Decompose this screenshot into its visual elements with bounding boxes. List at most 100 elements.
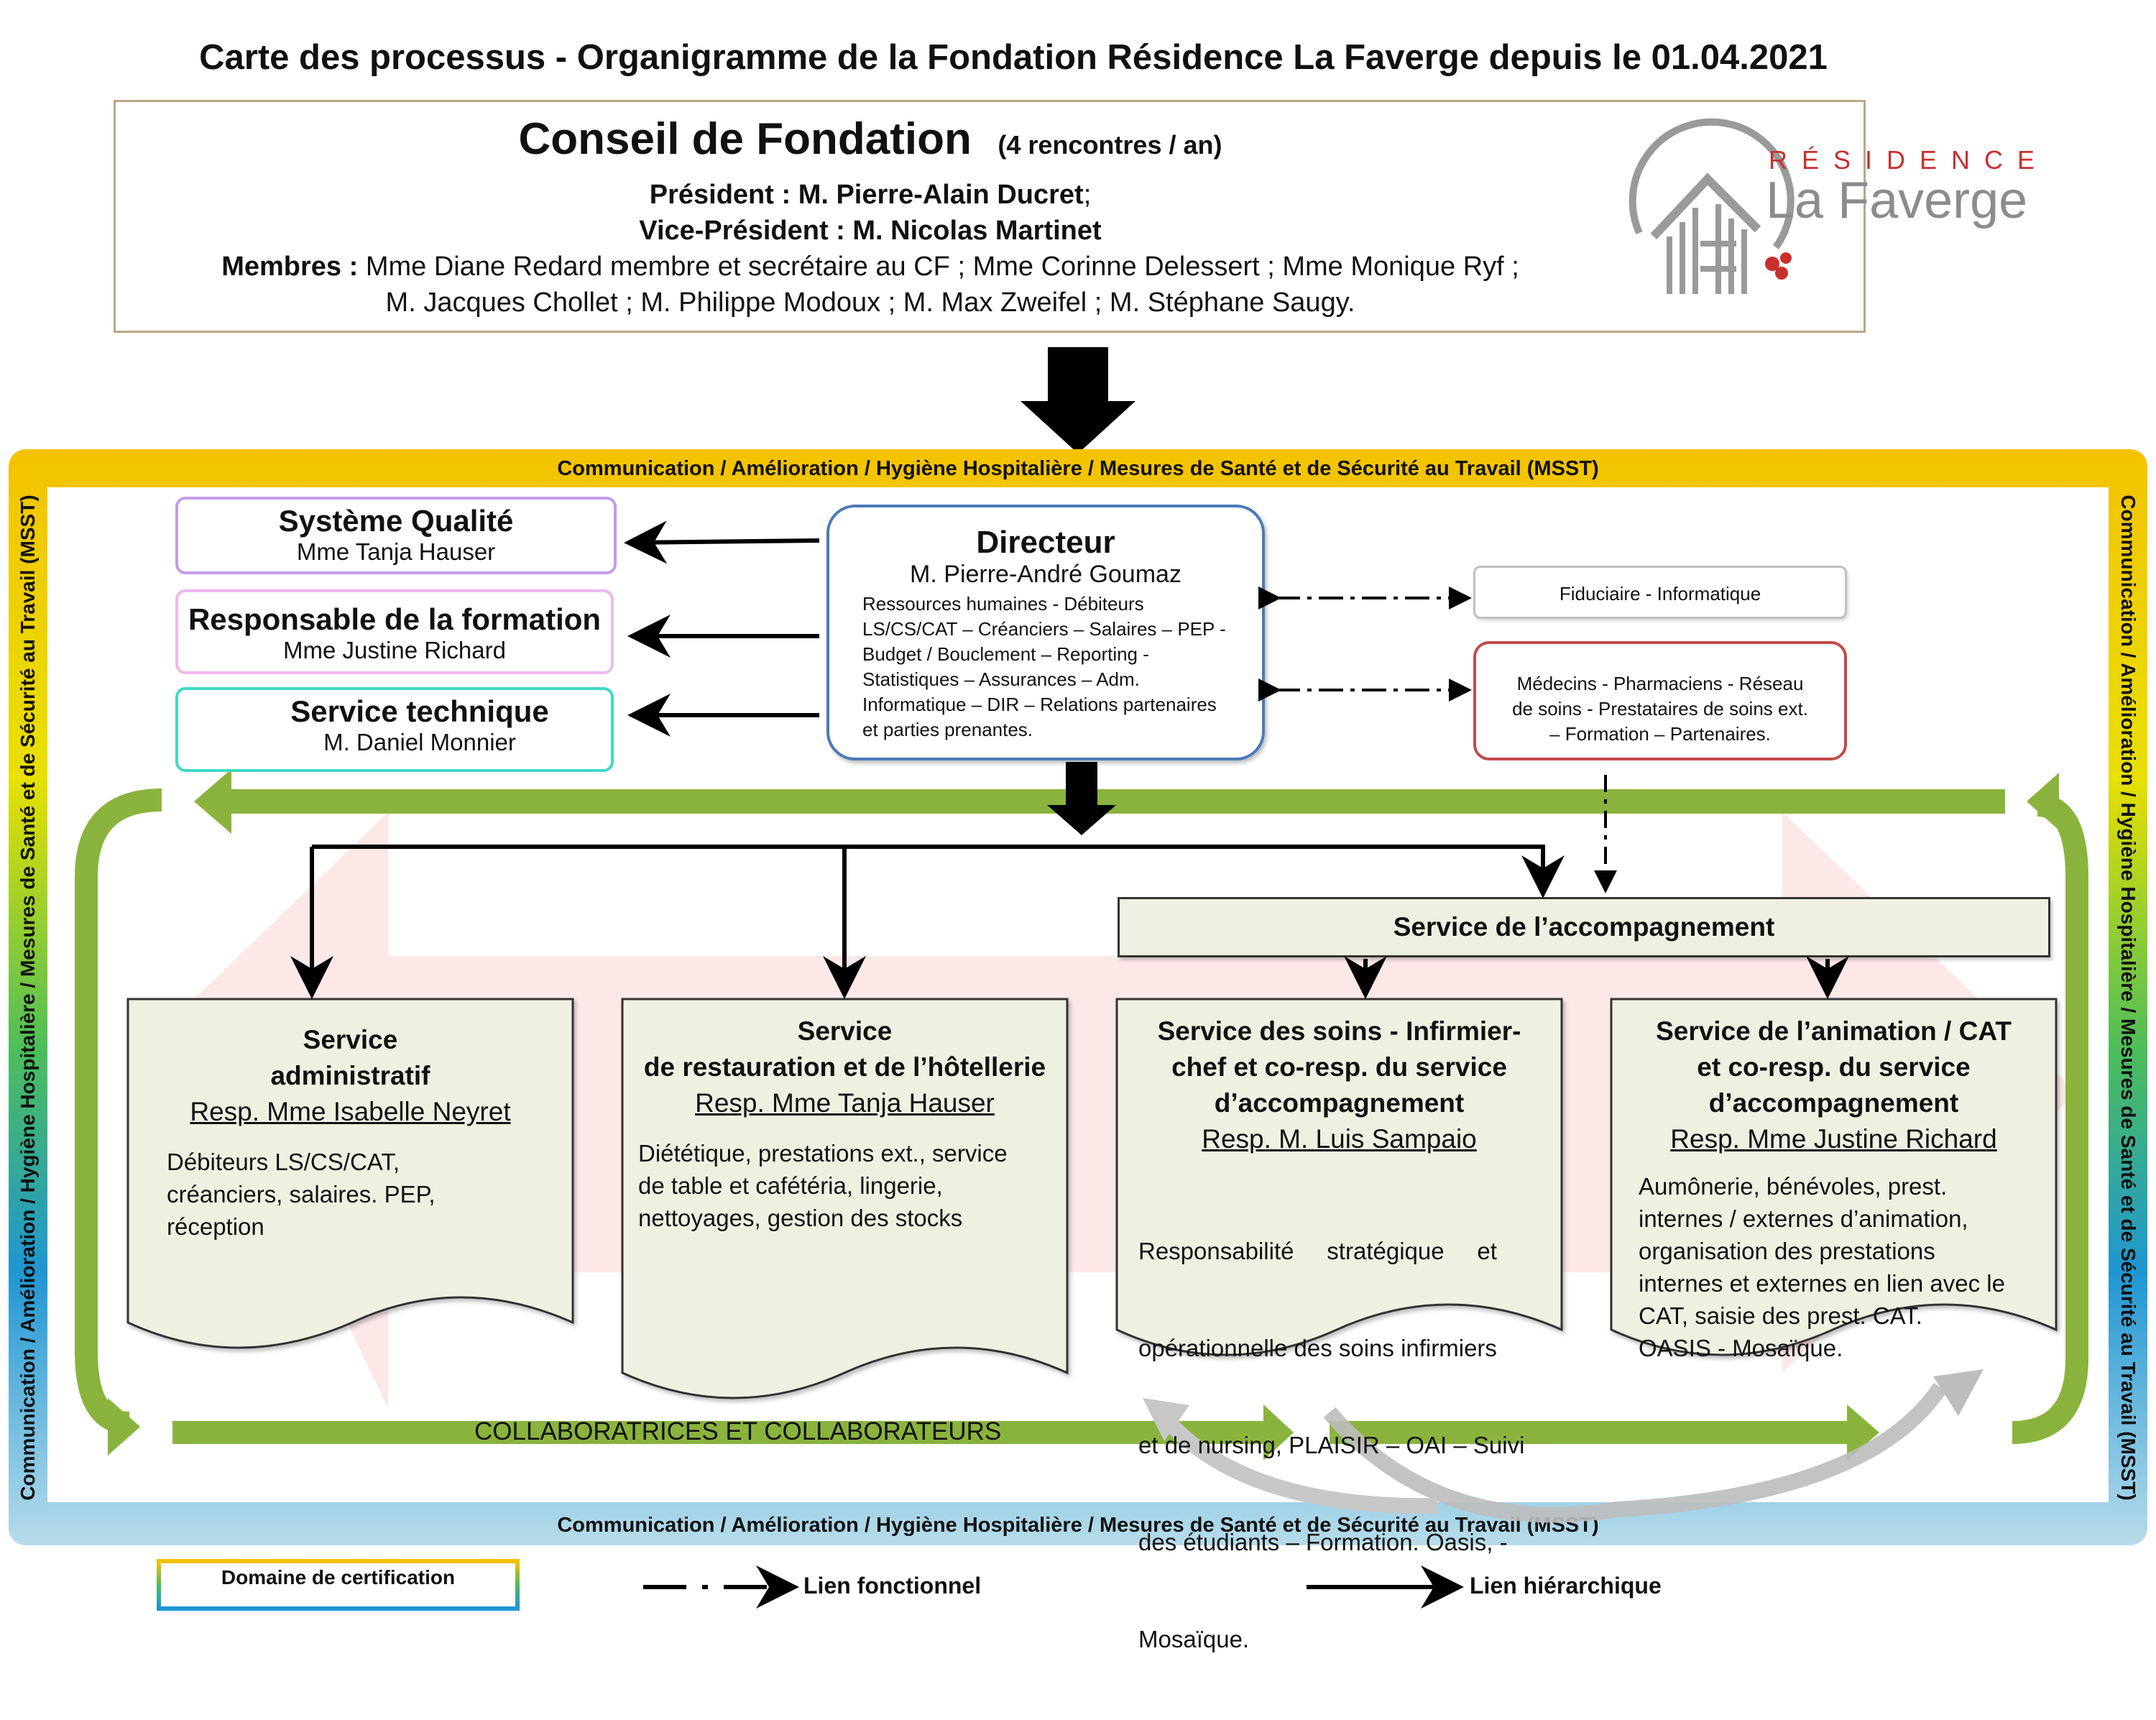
legend-functional-text: Lien fonctionnel [803, 1573, 982, 1599]
president-label: Président : [649, 180, 798, 210]
council-vice-president: Vice-Président : M. Nicolas Martinet [116, 216, 1625, 247]
service-title: chef et co-resp. du service [1171, 1052, 1507, 1082]
service-responsible: Resp. M. Luis Sampaio [1202, 1124, 1477, 1154]
service-title: de restauration et de l’hôtellerie [643, 1052, 1046, 1082]
link-arrows [290, 520, 1849, 1609]
logo-text-bottom: La Faverge [1766, 172, 2028, 229]
service-description-line: créanciers, salaires. PEP, [167, 1181, 436, 1208]
service-description-line: OASIS - Mosaïque. [1639, 1335, 1843, 1361]
partners-text: Médecins - Pharmaciens - Réseau de soins… [1476, 671, 1844, 747]
partners-line: – Formation – Partenaires. [1549, 723, 1771, 745]
vice-label: Vice-Président : [639, 216, 853, 246]
service-description-line: Aumônerie, bénévoles, prest. [1639, 1173, 1948, 1200]
quality-system-box: Système Qualité Mme Tanja Hauser [175, 497, 617, 574]
council-members-1: Membres : Mme Diane Redard membre et sec… [116, 252, 1625, 282]
director-duty: Informatique – DIR – Relations partenair… [862, 694, 1217, 715]
service-description-line: Responsabilité stratégique et [1138, 1238, 1497, 1264]
service-description-line: CAT, saisie des prest. CAT. [1639, 1302, 1922, 1329]
legend-certification-box: Domaine de certification [157, 1559, 520, 1611]
partners-box: Médecins - Pharmaciens - Réseau de soins… [1473, 641, 1847, 760]
members-label: Membres : [221, 252, 366, 282]
fiduciary-text: Fiduciaire - Informatique [1559, 583, 1761, 604]
quality-system-name: Mme Tanja Hauser [296, 538, 496, 565]
service-title: Service des soins - Infirmier- [1157, 1016, 1521, 1046]
director-duty: Statistiques – Assurances – Adm. [862, 668, 1140, 690]
director-name: M. Pierre-André Goumaz [910, 561, 1181, 588]
service-description: Débiteurs LS/CS/CAT, créanciers, salaire… [167, 1146, 573, 1243]
training-manager-title: Responsable de la formation [188, 602, 602, 636]
service-card-care: Service des soins - Infirmier- chef et c… [1117, 1013, 1562, 1720]
director-duties: Ressources humaines - Débiteurs LS/CS/CA… [862, 592, 1262, 742]
accompaniment-service-bar: Service de l’accompagnement [1118, 897, 2050, 957]
council-box: Conseil de Fondation (4 rencontres / an)… [114, 100, 2035, 333]
council-down-arrow-icon [1021, 347, 1135, 454]
accompaniment-service-title: Service de l’accompagnement [1393, 912, 1775, 942]
director-duty: LS/CS/CAT – Créanciers – Salaires – PEP … [862, 618, 1226, 640]
service-card-shapes [126, 998, 2058, 1399]
service-description-line: réception [167, 1213, 264, 1240]
service-description-line: de table et cafétéria, lingerie, [638, 1172, 943, 1199]
president-suffix: ; [1083, 180, 1092, 210]
band-top-text: Communication / Amélioration / Hygiène H… [557, 457, 1599, 480]
director-duty: Ressources humaines - Débiteurs [862, 593, 1144, 615]
service-card-animation: Service de l’animation / CAT et co-resp.… [1611, 1013, 2056, 1364]
director-down-arrow [1047, 762, 1116, 835]
council-members-2: M. Jacques Chollet ; M. Philippe Modoux … [385, 288, 1355, 318]
service-description-line: des étudiants – Formation. Oasis, - [1138, 1529, 1508, 1555]
service-description-line: Diététique, prestations ext., service [638, 1140, 1008, 1167]
service-description: Diététique, prestations ext., service de… [638, 1137, 1067, 1234]
band-bottom-text: Communication / Amélioration / Hygiène H… [557, 1514, 1599, 1537]
director-box: Directeur M. Pierre-André Goumaz Ressour… [826, 505, 1265, 760]
service-description: Aumônerie, bénévoles, prest. internes / … [1639, 1170, 2056, 1364]
service-description-line: internes / externes d’animation, [1639, 1205, 1968, 1232]
service-description: Responsabilité stratégique et opérationn… [1138, 1170, 1547, 1720]
members-line1: Mme Diane Redard membre et secrétaire au… [365, 252, 1519, 282]
council-heading: Conseil de Fondation (4 rencontres / an) [116, 114, 1625, 165]
service-card-animation-shape [1610, 998, 2058, 1356]
technical-service-title: Service technique [290, 694, 549, 728]
council-name: Conseil de Fondation [518, 114, 972, 164]
service-card-admin-shape [126, 998, 574, 1349]
service-card-catering-shape [621, 998, 1069, 1399]
service-title: administratif [270, 1061, 430, 1090]
council-president: Président : M. Pierre-Alain Ducret; [116, 180, 1625, 211]
hierarchy-bus [312, 845, 1565, 898]
service-responsible: Resp. Mme Justine Richard [1670, 1124, 1997, 1154]
partners-line: de soins - Prestataires de soins ext. [1512, 698, 1808, 719]
president-name: M. Pierre-Alain Ducret [798, 180, 1084, 210]
service-description-line: et de nursing, PLAISIR – OAI – Suivi [1138, 1432, 1525, 1458]
service-description-line: nettoyages, gestion des stocks [638, 1205, 963, 1231]
service-title: Service [303, 1025, 398, 1054]
service-title: d’accompagnement [1214, 1088, 1465, 1118]
logo [1611, 111, 1855, 326]
director-duty: Budget / Bouclement – Reporting - [862, 643, 1149, 665]
service-title: Service de l’animation / CAT [1656, 1016, 2012, 1046]
quality-system-title: Système Qualité [278, 504, 514, 538]
vice-name: M. Nicolas Martinet [852, 216, 1102, 246]
service-description-line: opérationnelle des soins infirmiers [1138, 1335, 1497, 1361]
director-duty: et parties prenantes. [862, 719, 1033, 740]
technical-service-name: M. Daniel Monnier [323, 729, 516, 755]
technical-service-box: Service technique M. Daniel Monnier [175, 687, 614, 772]
logo-text-top: RÉSIDENCE [1769, 145, 2050, 175]
service-responsible: Resp. Mme Isabelle Neyret [190, 1097, 511, 1126]
service-description-line: internes et externes en lien avec le [1639, 1270, 2005, 1297]
service-description-line: Mosaïque. [1138, 1626, 1250, 1652]
partners-line: Médecins - Pharmaciens - Réseau [1516, 673, 1804, 694]
service-title: et co-resp. du service [1697, 1052, 1971, 1082]
legend-hierarchical-text: Lien hiérarchique [1470, 1573, 1662, 1599]
page-title: Carte des processus - Organigramme de la… [199, 38, 1828, 77]
service-card-care-shape [1115, 998, 1563, 1356]
logo-house-icon [1628, 118, 1795, 294]
training-manager-box: Responsable de la formation Mme Justine … [175, 589, 614, 674]
service-description-line: organisation des prestations [1639, 1238, 1935, 1264]
service-card-catering: Service de restauration et de l’hôteller… [622, 1013, 1067, 1234]
training-manager-name: Mme Justine Richard [283, 637, 506, 663]
service-title: d’accompagnement [1708, 1088, 1959, 1118]
fiduciary-box: Fiduciaire - Informatique [1473, 566, 1847, 619]
service-card-admin: Service administratif Resp. Mme Isabelle… [128, 1022, 573, 1243]
service-description-line: Débiteurs LS/CS/CAT, [167, 1149, 400, 1175]
director-title: Directeur [976, 525, 1115, 560]
council-frequency: (4 rencontres / an) [998, 130, 1222, 160]
collaborators-label: COLLABORATRICES ET COLLABORATEURS [474, 1417, 1002, 1445]
